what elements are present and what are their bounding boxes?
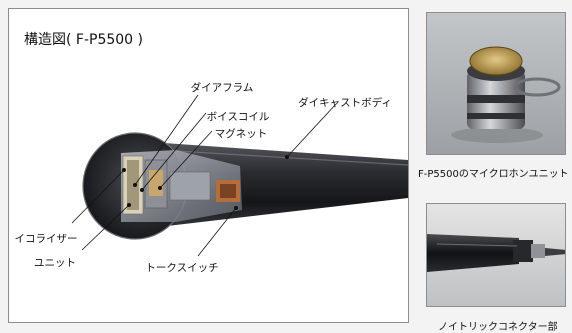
label-voice-coil: ボイスコイル [206, 111, 270, 123]
label-magnet: マグネット [214, 128, 268, 140]
connector-caption: ノイトリックコネクター部 [438, 322, 558, 333]
diagram-title: 構造図( F-P5500 ) [24, 32, 143, 48]
label-diecast-body: ダイキャストボディ [298, 97, 392, 109]
mic-unit-photo [426, 12, 566, 155]
label-equalizer: イコライザー [14, 233, 78, 245]
connector-photo [426, 203, 566, 307]
label-talk-switch: トークスイッチ [145, 262, 219, 274]
microphone-cutaway-illustration [71, 94, 409, 257]
label-unit: ユニット [34, 257, 76, 269]
label-diaphragm: ダイアフラム [190, 82, 254, 94]
mic-unit-caption: F-P5500のマイクロホンユニット [418, 169, 569, 180]
